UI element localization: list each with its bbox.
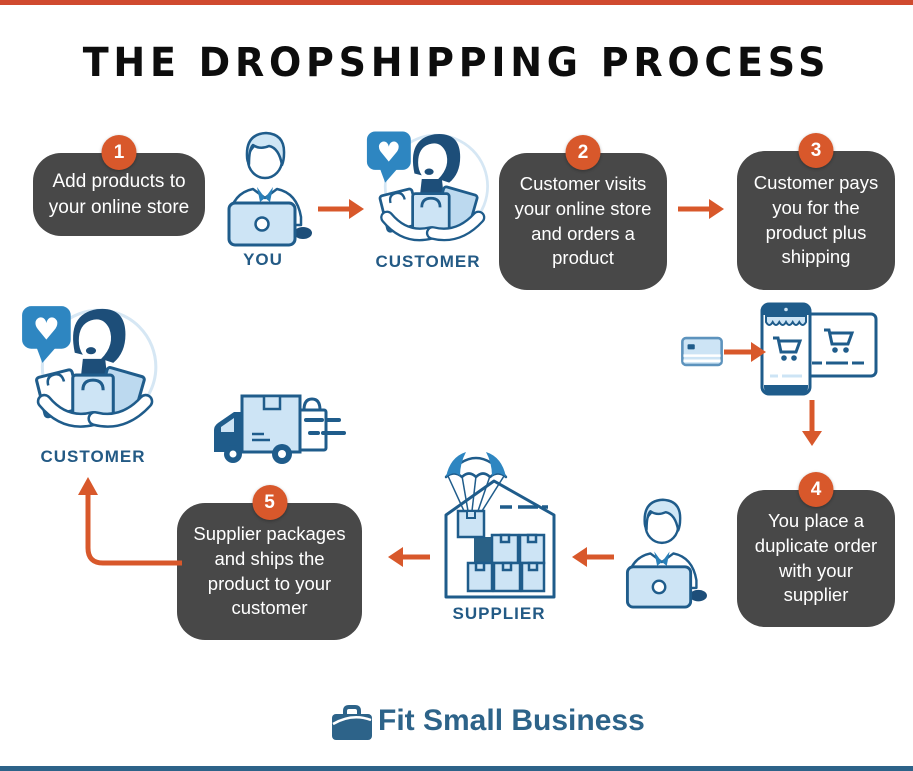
step-text-4: You place a duplicate order with your su… (754, 510, 878, 606)
arrow-you-to-customer (318, 199, 364, 219)
page-title: THE DROPSHIPPING PROCESS (82, 40, 831, 86)
phone-and-browser-cart-icon (760, 302, 878, 396)
cart-icon (773, 336, 803, 354)
arrow-checkout-to-step4 (802, 400, 822, 446)
heart-speech-bubble-icon: ♥ (366, 131, 411, 183)
arrow-step2-to-step3 (678, 199, 724, 219)
bottom-accent-strip (0, 766, 913, 771)
you-label: YOU (243, 250, 283, 269)
supplier-label: SUPPLIER (452, 604, 546, 623)
step-box-3: 3 Customer pays you for the product plus… (737, 133, 895, 290)
step-number-badge-5: 5 (252, 485, 287, 520)
step-number-badge-2: 2 (565, 135, 601, 170)
step-number-badge-1: 1 (101, 135, 137, 170)
customer-label-top: CUSTOMER (375, 252, 481, 271)
step-text-3: Customer pays you for the product plus s… (753, 172, 879, 268)
delivery-truck-icon (214, 394, 346, 464)
arrow-supplier-to-step5 (388, 547, 430, 567)
brand-name: Fit Small Business (378, 704, 645, 737)
svg-text:♥: ♥ (33, 313, 60, 348)
customer-label-bottom: CUSTOMER (40, 447, 146, 466)
person-at-laptop-icon (227, 131, 312, 247)
step-text-2: Customer visits your online store and or… (514, 173, 652, 269)
customer-with-shopping-bags-icon: ♥ (22, 306, 158, 428)
step-number-badge-4: 4 (798, 472, 834, 507)
person-at-laptop-icon (625, 498, 707, 609)
step-box-4: 4 You place a duplicate order with your … (737, 472, 895, 627)
warehouse-with-parachute-delivery-icon (444, 452, 556, 599)
stacked-boxes-icon (466, 533, 546, 593)
step-text-5: Supplier packages and ships the product … (193, 523, 346, 619)
speed-lines (304, 418, 346, 435)
arrow-step5-to-customer (78, 477, 182, 566)
top-accent-strip (0, 0, 913, 5)
arrow-card-to-checkout (724, 342, 766, 362)
step-box-2: 2 Customer visits your online store and … (499, 135, 667, 290)
step-text-1: Add products to your online store (48, 171, 190, 218)
step-number-badge-3: 3 (798, 133, 834, 168)
briefcase-icon (332, 705, 372, 740)
parachute-icon (447, 475, 505, 512)
heart-speech-bubble-icon: ♥ (22, 306, 71, 363)
svg-text:♥: ♥ (377, 138, 402, 169)
arrow-person-to-supplier (572, 547, 614, 567)
step-box-1: 1 Add products to your online store (33, 135, 205, 236)
credit-card-icon (681, 336, 723, 367)
cart-icon (824, 328, 855, 346)
customer-with-shopping-bags-icon: ♥ (366, 131, 489, 242)
step-box-5: 5 Supplier packages and ships the produc… (177, 485, 362, 640)
